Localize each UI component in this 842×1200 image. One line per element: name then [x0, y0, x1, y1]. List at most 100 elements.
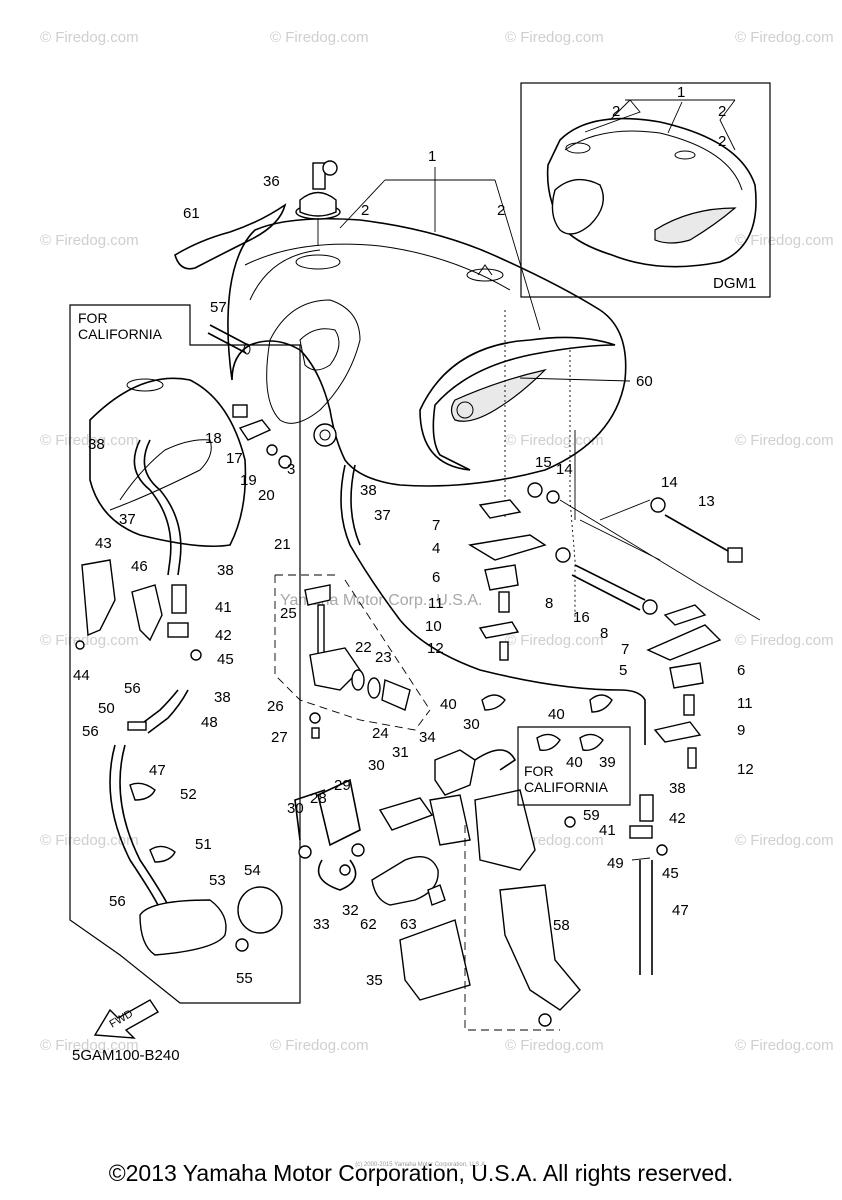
label-41: 41 — [599, 822, 616, 839]
label-24: 24 — [372, 725, 389, 742]
california-frame — [69, 304, 301, 1004]
label-50: 50 — [98, 700, 115, 717]
label-30: 30 — [463, 716, 480, 733]
label-47: 47 — [149, 762, 166, 779]
inset-tank-cutout — [551, 178, 604, 235]
watermark: © Firedog.com — [40, 29, 139, 46]
hose-48 — [139, 689, 179, 726]
label-38: 38 — [214, 689, 231, 706]
label-56: 56 — [82, 723, 99, 740]
label-58: 58 — [553, 917, 570, 934]
shaft-16 — [571, 564, 646, 611]
label-53: 53 — [209, 872, 226, 889]
label-54: 54 — [244, 862, 261, 879]
inset-emblem — [654, 207, 737, 244]
screw-45 — [190, 649, 202, 661]
tank-emblem-logo — [456, 401, 474, 419]
label-1: 1 — [428, 148, 436, 165]
label-18: 18 — [205, 430, 222, 447]
inset-label: 1 — [677, 84, 685, 101]
label-61: 61 — [183, 205, 200, 222]
watermark: © Firedog.com — [40, 232, 139, 249]
part-labels: 1 2 2 36 61 57 18 17 19 20 3 38 37 60 15… — [72, 148, 754, 1064]
cover-24 — [381, 679, 411, 711]
label-33: 33 — [313, 916, 330, 933]
label-30: 30 — [368, 757, 385, 774]
label-2: 2 — [497, 202, 505, 219]
hose-37 — [340, 464, 646, 745]
watermark: © Firedog.com — [735, 29, 834, 46]
label-37: 37 — [374, 507, 391, 524]
cap-key — [312, 162, 326, 190]
clamp-32 — [339, 864, 351, 876]
tank-underside-cavity — [266, 299, 361, 424]
inset-mount — [674, 150, 696, 160]
damper-6 — [484, 564, 519, 591]
clamp-52 — [129, 782, 156, 801]
tank-mount-bracket — [477, 264, 493, 276]
bracket-58-upper — [474, 789, 536, 871]
label-22: 22 — [355, 639, 372, 656]
filler-cap — [295, 160, 341, 245]
bracket-4 — [468, 534, 547, 561]
label-28: 28 — [310, 790, 327, 807]
pump-62 — [371, 856, 439, 906]
label-42: 42 — [215, 627, 232, 644]
label-59: 59 — [583, 807, 600, 824]
california-label: FOR — [78, 310, 108, 326]
washer-8b — [642, 599, 658, 615]
label-45: 45 — [217, 651, 234, 668]
screw-44 — [75, 640, 85, 650]
copyright-text: ©2013 Yamaha Motor Corporation, U.S.A. A… — [108, 1160, 734, 1186]
label-42: 42 — [669, 810, 686, 827]
mount-hardware — [468, 430, 761, 769]
california-tank — [89, 377, 247, 548]
watermark: © Firedog.com — [505, 432, 604, 449]
hose-30c — [474, 749, 517, 771]
label-48: 48 — [201, 714, 218, 731]
label-45: 45 — [662, 865, 679, 882]
screw-26 — [309, 712, 321, 724]
label-40: 40 — [566, 754, 583, 771]
label-7: 7 — [432, 517, 440, 534]
o-ring-23 — [367, 677, 381, 699]
breather-hose-61 — [174, 203, 287, 270]
tank-side-stripe — [419, 336, 616, 471]
gasket-22 — [351, 669, 365, 691]
clamp-30b — [351, 843, 365, 857]
label-15: 15 — [535, 454, 552, 471]
pad-7 — [478, 499, 522, 519]
inset-label: 2 — [718, 103, 726, 120]
fuel-pump-area — [274, 574, 613, 1031]
label-11: 11 — [737, 695, 753, 712]
tank-body — [227, 217, 627, 487]
bolt-12b — [687, 747, 697, 769]
inset-tank-stripe — [564, 130, 743, 191]
detail-frame — [464, 825, 560, 1031]
hose-48-edge — [147, 689, 189, 734]
leader-1 — [339, 167, 541, 331]
label-20: 20 — [258, 487, 275, 504]
washer-8 — [555, 547, 571, 563]
washer-14 — [546, 490, 560, 504]
label-38: 38 — [88, 436, 105, 453]
inset-frame — [520, 82, 771, 298]
inset-cap — [565, 142, 591, 154]
fwd-arrow — [93, 999, 160, 1039]
valve-41 — [171, 584, 187, 614]
bracket-58 — [499, 884, 581, 1011]
screw-45b — [656, 844, 668, 856]
washer-14b — [650, 497, 666, 513]
mount-leader — [559, 430, 761, 621]
label-29: 29 — [334, 777, 351, 794]
watermark: © Firedog.com — [735, 1037, 834, 1054]
watermark: © Firedog.com — [40, 832, 139, 849]
fuel-cock-tube — [317, 604, 325, 656]
valve-41b — [639, 794, 654, 822]
right-valve-parts — [564, 794, 668, 975]
diagram-code: 5GAM100-B240 — [72, 1047, 180, 1064]
california-small-frame — [517, 726, 631, 806]
bolt-13-head — [727, 547, 743, 563]
label-3: 3 — [287, 461, 295, 478]
nut-20 — [278, 455, 292, 469]
